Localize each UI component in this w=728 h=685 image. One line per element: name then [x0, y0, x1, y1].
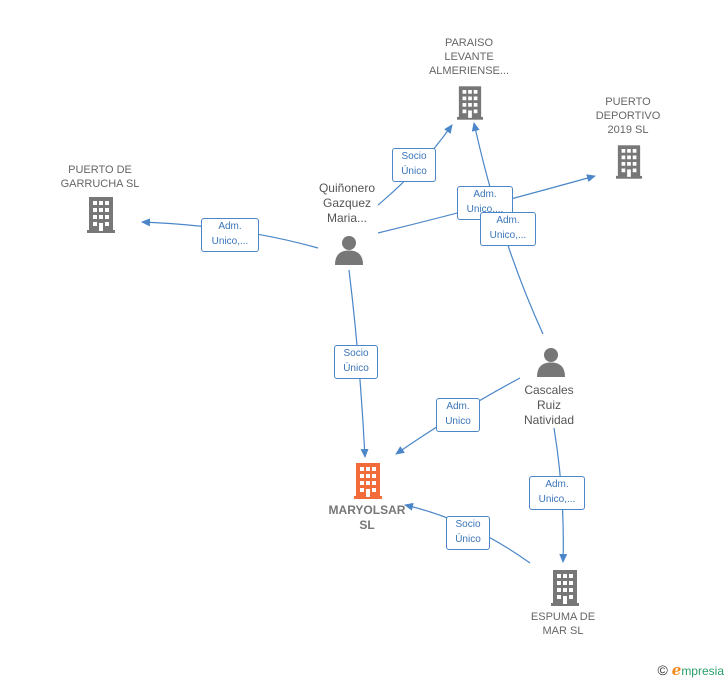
edge-label-cascales-paraiso[interactable]: Adm. Unico,...	[480, 212, 536, 246]
copyright-icon: ©	[657, 662, 668, 678]
edge-label-quinonero-garrucha[interactable]: Adm. Unico,...	[201, 218, 259, 252]
edge-label-cascales-maryolsar[interactable]: Adm. Unico	[436, 398, 480, 432]
building-icon[interactable]	[354, 463, 382, 499]
node-label-puerto-deportivo[interactable]: PUERTO DEPORTIVO 2019 SL	[595, 96, 661, 136]
node-label-puerto-garrucha[interactable]: PUERTO DE GARRUCHA SL	[60, 164, 140, 190]
brand-name: mpresia	[681, 664, 724, 678]
node-label-maryolsar[interactable]: MARYOLSAR SL	[328, 503, 406, 532]
brand-logo-initial: e	[671, 661, 682, 679]
building-icon[interactable]	[87, 197, 115, 233]
edge-label-cascales-espuma[interactable]: Adm. Unico,...	[529, 476, 585, 510]
edge-label-espuma-maryolsar[interactable]: Socio Único	[446, 516, 490, 550]
person-icon[interactable]	[335, 236, 363, 265]
node-label-cascales[interactable]: Cascales Ruiz Natividad	[523, 383, 575, 427]
person-icon[interactable]	[537, 348, 565, 377]
node-label-paraiso[interactable]: PARAISO LEVANTE ALMERIENSE...	[428, 37, 510, 77]
building-icon[interactable]	[551, 570, 579, 606]
brand-watermark: ©empresia	[657, 661, 724, 679]
node-label-quinonero[interactable]: Quiñonero Gazquez Maria...	[318, 181, 376, 225]
edge-label-quinonero-maryolsar[interactable]: Socio Único	[334, 345, 378, 379]
building-icon[interactable]	[616, 145, 642, 179]
node-label-espuma[interactable]: ESPUMA DE MAR SL	[530, 611, 596, 637]
edge-label-quinonero-paraiso[interactable]: Socio Único	[392, 148, 436, 182]
building-icon[interactable]	[457, 86, 483, 120]
